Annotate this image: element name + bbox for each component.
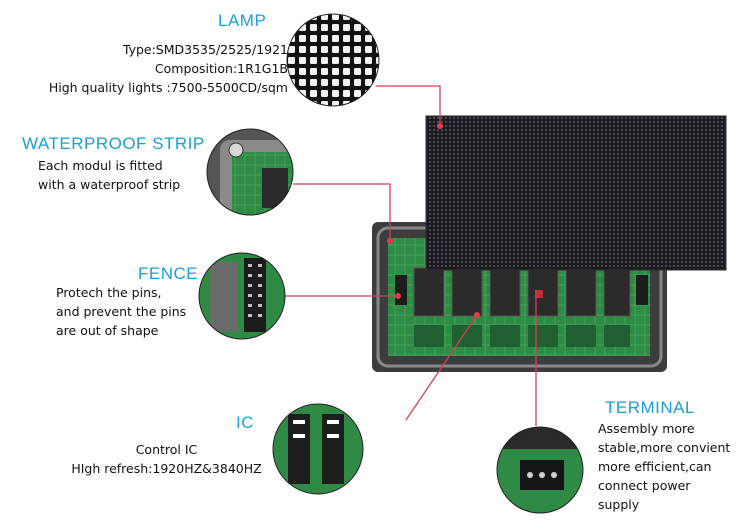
terminal-closeup-icon bbox=[496, 426, 584, 514]
fence-line-1: Protech the pins, bbox=[56, 285, 162, 300]
terminal-title: TERMINAL bbox=[605, 398, 695, 417]
lamp-closeup-icon bbox=[286, 13, 380, 107]
ic-line-1: Control IC bbox=[135, 442, 198, 457]
lamp-line-2: Composition:1R1G1B bbox=[154, 61, 288, 76]
terminal-line-4: connect power bbox=[598, 478, 691, 493]
fence-description: Protech the pins, and prevent the pins a… bbox=[56, 283, 186, 340]
fence-closeup-icon bbox=[198, 252, 286, 340]
waterproof-line-1: Each modul is fitted bbox=[38, 158, 163, 173]
ic-closeup-icon bbox=[272, 403, 364, 495]
fence-line-3: are out of shape bbox=[56, 323, 159, 338]
ic-title: IC bbox=[236, 413, 254, 432]
fence-title: FENCE bbox=[138, 264, 199, 283]
terminal-line-3: more efficient,can bbox=[598, 459, 712, 474]
terminal-line-2: stable,more convient bbox=[598, 440, 731, 455]
leader-dots bbox=[387, 123, 480, 318]
module-front bbox=[425, 115, 727, 271]
leader-lines bbox=[285, 85, 537, 426]
ic-description: Control IC HIgh refresh:1920HZ&3840HZ bbox=[64, 440, 269, 478]
terminal-line-5: supply bbox=[598, 497, 640, 512]
terminal-line-1: Assembly more bbox=[598, 421, 695, 436]
waterproof-description: Each modul is fitted with a waterproof s… bbox=[38, 156, 180, 194]
lamp-title: LAMP bbox=[218, 11, 267, 30]
lamp-description: Type:SMD3535/2525/1921 Composition:1R1G1… bbox=[49, 40, 288, 97]
lamp-line-3: High quality lights :7500-5500CD/sqm bbox=[48, 80, 288, 95]
terminal-description: Assembly more stable,more convient more … bbox=[598, 419, 730, 514]
waterproof-closeup-icon bbox=[206, 128, 294, 216]
waterproof-title: WATERPROOF STRIP bbox=[22, 134, 205, 153]
lamp-line-1: Type:SMD3535/2525/1921 bbox=[122, 42, 288, 57]
waterproof-line-2: with a waterproof strip bbox=[38, 177, 181, 192]
ic-line-2: HIgh refresh:1920HZ&3840HZ bbox=[71, 461, 262, 476]
fence-line-2: and prevent the pins bbox=[56, 304, 187, 319]
